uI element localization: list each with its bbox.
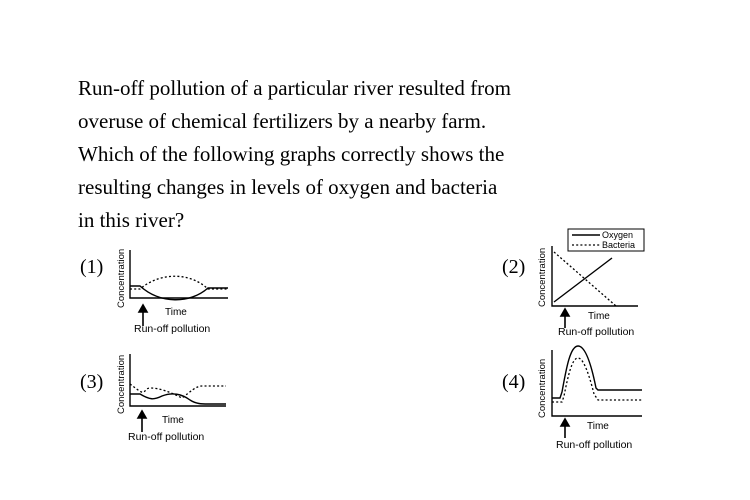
event-arrow	[136, 409, 148, 432]
option-3-number[interactable]: (3)	[80, 371, 104, 393]
option-4-graph[interactable]: Concentration Time Run-off pollution	[530, 340, 655, 460]
oxygen-line	[552, 345, 642, 399]
question-line: in this river?	[78, 208, 185, 232]
event-arrow	[137, 303, 149, 326]
option-2-number[interactable]: (2)	[502, 256, 526, 278]
option-3-graph[interactable]: Concentration Time Run-off pollution	[110, 348, 250, 453]
axis-lines	[129, 250, 228, 299]
event-label: Run-off pollution	[556, 439, 632, 451]
event-arrow	[559, 307, 571, 328]
legend-bacteria-label: Bacteria	[602, 240, 635, 250]
event-label: Run-off pollution	[134, 323, 210, 335]
oxygen-line	[130, 285, 228, 301]
event-arrow	[559, 417, 571, 438]
y-axis-label: Concentration	[116, 249, 127, 308]
axis-lines	[551, 246, 638, 307]
option-1-number[interactable]: (1)	[80, 256, 104, 278]
question-text: Run-off pollution of a particular river …	[78, 72, 578, 237]
legend-oxygen-label: Oxygen	[602, 230, 633, 240]
bacteria-line	[552, 357, 642, 403]
y-axis-label: Concentration	[116, 355, 127, 414]
bacteria-line	[130, 275, 228, 290]
x-axis-label: Time	[588, 311, 610, 322]
question-line: resulting changes in levels of oxygen an…	[78, 175, 498, 199]
x-axis-label: Time	[162, 415, 184, 426]
axis-lines	[551, 350, 642, 417]
axis-lines	[129, 354, 226, 407]
option-4-number[interactable]: (4)	[502, 371, 526, 393]
oxygen-line	[130, 393, 226, 405]
event-label: Run-off pollution	[128, 431, 204, 443]
option-2-graph[interactable]: Oxygen Bacteria Concentration Time Run-o…	[530, 228, 655, 348]
question-line: Which of the following graphs correctly …	[78, 142, 505, 166]
question-line: overuse of chemical fertilizers by a nea…	[78, 109, 487, 133]
bacteria-line	[553, 251, 617, 307]
oxygen-line	[553, 257, 613, 303]
option-1-graph[interactable]: Concentration Time Run-off pollution	[110, 240, 250, 345]
event-label: Run-off pollution	[558, 326, 634, 338]
bacteria-line	[129, 383, 226, 399]
y-axis-label: Concentration	[537, 248, 548, 307]
y-axis-label: Concentration	[537, 359, 548, 418]
x-axis-label: Time	[587, 421, 609, 432]
question-line: Run-off pollution of a particular river …	[78, 76, 511, 100]
x-axis-label: Time	[165, 307, 187, 318]
